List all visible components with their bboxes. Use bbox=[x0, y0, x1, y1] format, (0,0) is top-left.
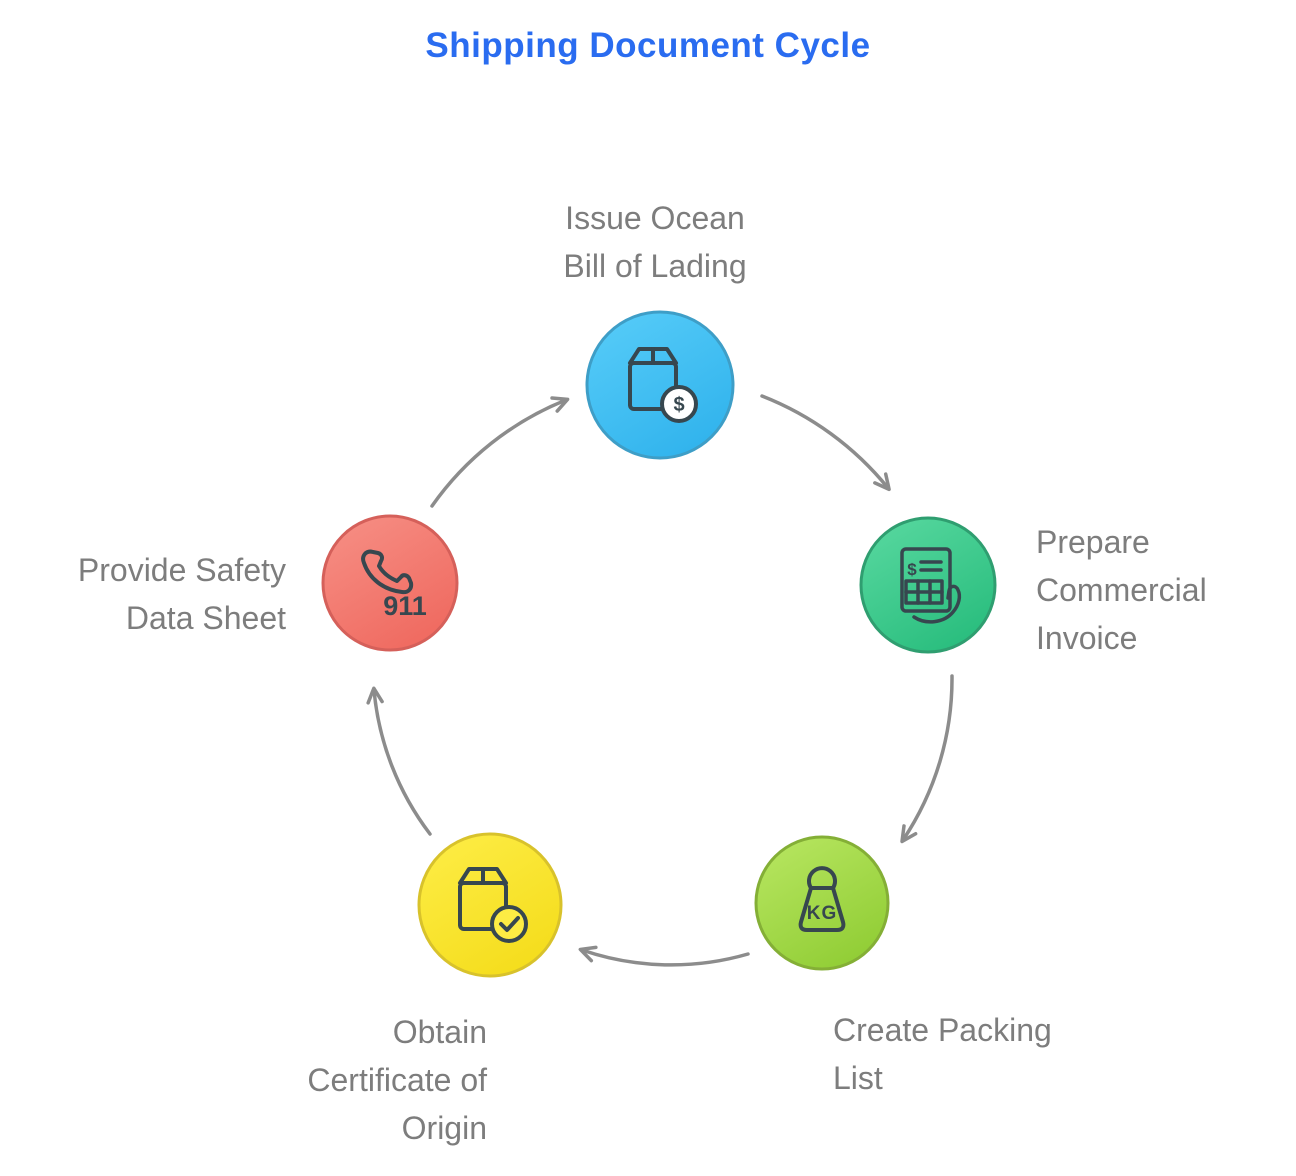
invoice-hand-icon bbox=[900, 547, 962, 624]
node-circle bbox=[585, 310, 735, 460]
label-line: Provide Safety bbox=[77, 552, 286, 588]
label-provide-safety-data-sheet: Provide Safety Data Sheet bbox=[0, 546, 286, 642]
node-circle bbox=[754, 835, 890, 971]
label-line: Create Packing bbox=[833, 1012, 1052, 1048]
node-create-packing-list: KG bbox=[754, 835, 890, 971]
label-line: Bill of Lading bbox=[563, 248, 747, 284]
label-obtain-certificate-of-origin: Obtain Certificate of Origin bbox=[187, 1008, 487, 1152]
node-provide-safety-data-sheet: 911 bbox=[321, 514, 459, 652]
label-create-packing-list: Create Packing List bbox=[833, 1006, 1133, 1102]
label-issue-ocean-bill-of-lading: Issue Ocean Bill of Lading bbox=[455, 194, 855, 290]
label-line: Commercial bbox=[1036, 572, 1207, 608]
arrow-certificate-to-sds bbox=[366, 686, 432, 836]
arrow-invoice-to-packing-list bbox=[900, 674, 954, 844]
node-issue-ocean-bill-of-lading: $ bbox=[585, 310, 735, 460]
label-line: Issue Ocean bbox=[565, 200, 745, 236]
kg-text: KG bbox=[807, 903, 838, 924]
arrow-packing-list-to-certificate bbox=[578, 945, 750, 967]
node-obtain-certificate-of-origin bbox=[417, 832, 563, 978]
page-title: Shipping Document Cycle bbox=[425, 26, 871, 65]
label-line: Origin bbox=[401, 1110, 487, 1146]
arrow-bill-of-lading-to-invoice bbox=[760, 394, 891, 492]
label-line: Certificate of bbox=[307, 1062, 487, 1098]
label-line: Prepare bbox=[1036, 524, 1150, 560]
label-line: List bbox=[833, 1060, 883, 1096]
package-check-icon bbox=[458, 867, 528, 943]
node-circle bbox=[417, 832, 563, 978]
label-line: Obtain bbox=[392, 1014, 487, 1050]
label-prepare-commercial-invoice: Prepare Commercial Invoice bbox=[1036, 518, 1291, 662]
arrow-sds-to-bill-of-lading bbox=[430, 396, 570, 508]
dollar-sign-text: $ bbox=[673, 394, 684, 416]
node-circle bbox=[321, 514, 459, 652]
package-dollar-icon bbox=[628, 347, 698, 423]
911-text: 911 bbox=[383, 591, 427, 621]
label-line: Data Sheet bbox=[125, 600, 286, 636]
label-line: Invoice bbox=[1036, 620, 1138, 656]
phone-911-icon bbox=[361, 549, 414, 595]
node-circle bbox=[859, 516, 997, 654]
dollar-sign-text: $ bbox=[907, 560, 917, 579]
node-prepare-commercial-invoice: $ bbox=[859, 516, 997, 654]
weight-kg-icon bbox=[798, 866, 846, 932]
